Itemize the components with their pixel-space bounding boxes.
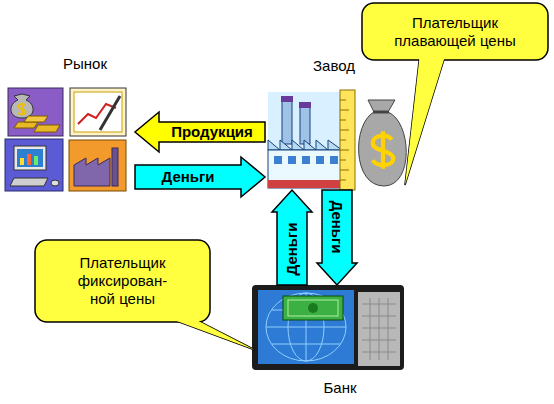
callout-text-box: Плательщик плавающей цены <box>362 3 548 60</box>
flow-arrow <box>272 190 312 285</box>
bank-clipart <box>252 285 404 370</box>
arrow-label: Деньги <box>328 200 346 253</box>
market-node: Рынок <box>5 86 135 191</box>
callout-text: Плательщик фиксирован- ной цены <box>68 254 178 308</box>
node-label: Рынок <box>55 55 115 73</box>
node-label: Завод <box>304 57 364 75</box>
factory-clipart <box>268 90 406 190</box>
flow-arrow <box>317 190 357 285</box>
flow-arrow <box>135 112 265 152</box>
callout-text-box: Плательщик фиксирован- ной цены <box>35 240 210 322</box>
arrow-label: Деньги <box>162 168 215 186</box>
bank-node: Банк <box>252 285 404 370</box>
arrow-label: Продукция <box>171 123 253 141</box>
callout-bubble: Плательщик фиксирован- ной цены <box>35 240 210 322</box>
market-clipart <box>5 88 126 191</box>
callout-bubble: Плательщик плавающей цены <box>362 3 548 60</box>
callout-text: Плательщик плавающей цены <box>385 14 525 50</box>
arrow-label: Деньги <box>283 222 301 275</box>
node-label: Банк <box>310 379 370 397</box>
flow-arrow <box>135 157 265 197</box>
factory-node: Завод <box>265 88 410 190</box>
